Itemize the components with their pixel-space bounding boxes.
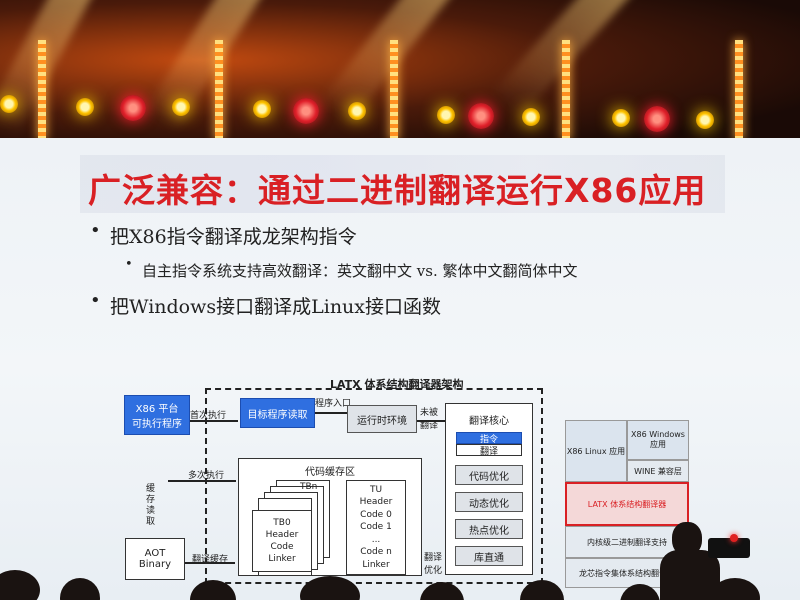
stage-lamp — [293, 98, 319, 124]
led-column — [735, 40, 743, 140]
core-item-translate: 翻译 — [456, 444, 522, 457]
translate-cache-label: 翻译缓存 — [192, 555, 229, 565]
translate-opt-label: 翻译 优化 — [424, 553, 443, 576]
audience — [0, 560, 800, 600]
tu-ellipsis-label: ... — [371, 534, 381, 545]
diagram-title: LATX 体系结构翻译器架构 — [330, 378, 464, 391]
video-camera — [708, 538, 750, 558]
target-read-box: 目标程序读取 — [240, 398, 315, 428]
light-beam — [0, 0, 96, 140]
audience-head — [420, 582, 464, 600]
stage-lamp — [0, 95, 18, 113]
bullet-1: 把X86指令翻译成龙架构指令 — [110, 226, 357, 248]
multi-exec-label: 多次执行 — [188, 471, 225, 481]
tb0-label: TB0 — [273, 518, 291, 528]
stage-lamp — [76, 98, 94, 116]
tb0-card: TB0 Header Code Linker — [252, 510, 312, 572]
stage-lamp — [348, 102, 366, 120]
stage-lamp — [437, 106, 455, 124]
tu-code0-label: Code 0 — [360, 509, 392, 520]
tb-code-label: Code — [270, 542, 294, 552]
arrow — [190, 420, 238, 422]
stage-lamp — [522, 108, 540, 126]
stack-latx: LATX 体系结构翻译器 — [565, 482, 689, 526]
bullet-marker: • — [125, 257, 133, 272]
bullet-3: 把Windows接口翻译成Linux接口函数 — [110, 296, 442, 318]
stage-lamp — [120, 95, 146, 121]
tu-linker-label: Linker — [362, 559, 390, 570]
core-btn-lib-passthru: 库直通 — [455, 546, 523, 566]
arrow — [417, 420, 445, 422]
latx-boundary — [205, 388, 543, 584]
stack-wine: WINE 兼容层 — [627, 460, 689, 482]
stage-ceiling — [0, 0, 800, 150]
stack-x86-windows: X86 Windows 应用 — [627, 420, 689, 460]
core-btn-dynamic-opt: 动态优化 — [455, 492, 523, 512]
camera-lens-light — [730, 534, 738, 542]
led-column — [215, 40, 223, 140]
light-beam — [319, 0, 454, 126]
arrow — [168, 480, 236, 482]
tu-label: TU — [369, 484, 383, 495]
arrow — [185, 562, 235, 564]
audience-head — [620, 584, 660, 600]
tu-coden-label: Code n — [360, 547, 392, 558]
not-translated-label: 未被 翻译 — [420, 408, 439, 431]
audience-head — [0, 570, 40, 600]
bullet-marker: • — [90, 220, 101, 241]
stage-lamp — [644, 106, 670, 132]
program-entry-label: 程序入口 — [315, 399, 352, 409]
stage-lamp — [612, 109, 630, 127]
x86-app-box: X86 平台 可执行程序 — [124, 395, 190, 435]
tu-card: TU Header Code 0 Code 1 ... Code n Linke… — [346, 480, 406, 575]
core-btn-hotspot-opt: 热点优化 — [455, 519, 523, 539]
audience-head — [520, 580, 564, 600]
core-btn-code-opt: 代码优化 — [455, 465, 523, 485]
bullet-2: 自主指令系统支持高效翻译：英文翻中文 vs. 繁体中文翻简体中文 — [142, 262, 578, 280]
tb-linker-label: Linker — [268, 554, 296, 564]
tu-header-label: Header — [359, 497, 393, 508]
led-column — [390, 40, 398, 140]
led-column — [562, 40, 570, 140]
audience-head — [190, 580, 236, 600]
led-column — [38, 40, 46, 140]
audience-head — [300, 576, 360, 600]
core-item-instruction: 指令 — [456, 432, 522, 445]
tb-header-label: Header — [265, 530, 299, 540]
runtime-env-box: 运行时环境 — [347, 405, 417, 433]
bullet-marker: • — [90, 290, 101, 311]
audience-head — [60, 578, 100, 600]
tbn-label: TBn — [300, 482, 318, 492]
cameraman-body — [660, 550, 720, 600]
cache-read-label: 缓 存 读 取 — [146, 484, 156, 527]
code-cache-title: 代码缓存区 — [305, 467, 355, 478]
stage-lamp — [253, 100, 271, 118]
stage-lamp — [696, 111, 714, 129]
title-banner — [80, 155, 725, 213]
core-title: 翻译核心 — [469, 416, 509, 427]
stage-lamp — [172, 98, 190, 116]
audience-head — [710, 578, 760, 600]
arrow — [315, 412, 347, 414]
tu-code1-label: Code 1 — [360, 522, 392, 533]
slide-title: 广泛兼容：通过二进制翻译运行X86应用 — [88, 171, 707, 210]
aot-binary-box: AOT Binary — [125, 538, 185, 580]
light-beam — [142, 0, 266, 135]
stage-lamp — [468, 103, 494, 129]
stack-x86-linux: X86 Linux 应用 — [565, 420, 627, 482]
first-exec-label: 首次执行 — [190, 411, 227, 421]
